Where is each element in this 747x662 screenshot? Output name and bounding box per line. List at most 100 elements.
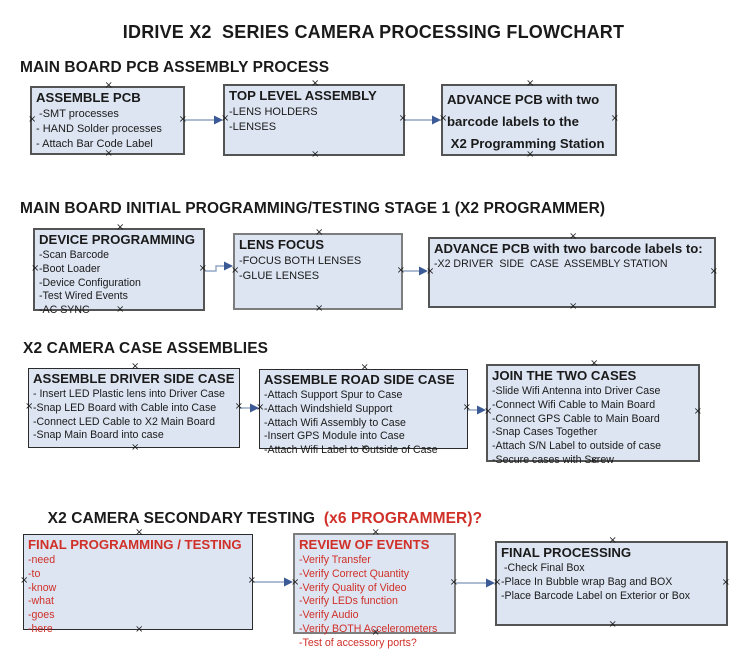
- section-heading-black-part: X2 CAMERA SECONDARY TESTING: [47, 510, 324, 527]
- box-line: ADVANCE PCB with two: [447, 92, 600, 107]
- box-line: -what: [28, 595, 54, 608]
- box-lines: -SMT processes- HAND Solder processes- A…: [36, 107, 180, 152]
- connector-handle-icon: [116, 306, 124, 314]
- section-heading-case-assemblies: X2 CAMERA CASE ASSEMBLIES: [23, 340, 269, 357]
- box-line: -Attach Wifi Label to Outside of Case: [264, 444, 438, 457]
- box-lens-focus: LENS FOCUS -FOCUS BOTH LENSES-GLUE LENSE…: [233, 233, 403, 310]
- box-line: -AC SYNC: [39, 304, 90, 317]
- box-line: -Verify Audio: [299, 609, 359, 622]
- connector-handle-icon: [105, 82, 113, 90]
- box-line: -Attach Windshield Support: [264, 402, 393, 415]
- box-line: - Insert LED Plastic lens into Driver Ca…: [33, 388, 225, 400]
- connector-handle-icon: [710, 268, 718, 276]
- connector-handle-icon: [694, 408, 702, 416]
- box-line: -Attach Support Spur to Case: [264, 389, 403, 401]
- box-line: -Snap Cases Together: [492, 426, 598, 439]
- connector-handle-icon: [256, 404, 264, 412]
- box-title: ASSEMBLE PCB: [36, 90, 141, 105]
- box-line: -Device Configuration: [39, 276, 141, 289]
- box-title: REVIEW OF EVENTS: [299, 537, 430, 552]
- connector-handle-icon: [221, 115, 229, 123]
- connector-handle-icon: [199, 265, 207, 273]
- box-lines: -FOCUS BOTH LENSES -GLUE LENSES: [239, 254, 398, 284]
- box-line: -Check Final Box: [501, 562, 585, 574]
- connector-handle-icon: [311, 80, 319, 88]
- connector-handle-icon: [231, 267, 239, 275]
- connector-handle-icon: [526, 80, 534, 88]
- box-assemble-road-side-case: ASSEMBLE ROAD SIDE CASE -Attach Support …: [256, 369, 471, 456]
- box-line: -Verify Correct Quantity: [299, 567, 410, 580]
- connector-handle-icon: [722, 579, 730, 587]
- connector-handle-icon: [450, 579, 458, 587]
- box-lines: -Attach Support Spur to Case-Attach Wind…: [264, 389, 464, 458]
- box-line: -Verify Quality of Video: [299, 581, 407, 594]
- box-line: -Snap Main Board into case: [33, 429, 164, 442]
- box-line: -to: [28, 567, 41, 580]
- box-line: -SMT processes: [36, 108, 119, 120]
- box-device-programming: DEVICE PROGRAMMING -Scan Barcode-Boot Lo…: [31, 228, 207, 316]
- section-heading-pcb-assembly: MAIN BOARD PCB ASSEMBLY PROCESS: [20, 59, 330, 76]
- box-line: -Verify LEDs function: [299, 595, 398, 608]
- box-title: FINAL PROCESSING: [501, 545, 632, 560]
- connector-handle-icon: [25, 403, 33, 411]
- connector-handle-icon: [311, 151, 319, 159]
- connector-handle-icon: [248, 577, 256, 585]
- connector-handle-icon: [609, 537, 617, 545]
- box-title: ASSEMBLE ROAD SIDE CASE: [264, 372, 455, 387]
- box-join-the-two-cases: JOIN THE TWO CASES -Slide Wifi Antenna i…: [484, 364, 702, 466]
- box-assemble-pcb: ASSEMBLE PCB -SMT processes- HAND Solder…: [30, 86, 185, 155]
- box-line: -Connect GPS Cable to Main Board: [492, 412, 660, 425]
- box-line: -Insert GPS Module into Case: [264, 430, 405, 443]
- connector-handle-icon: [105, 150, 113, 158]
- arrow-top-level-to-advance-pcb: [405, 115, 441, 125]
- connector-handle-icon: [590, 457, 598, 465]
- connector-handle-icon: [463, 404, 471, 412]
- connector-handle-icon: [131, 444, 139, 452]
- box-line: -Place In Bubble wrap Bag and BOX: [501, 575, 673, 588]
- connector-handle-icon: [569, 303, 577, 311]
- box-line: -Attach Wifi Assembly to Case: [264, 416, 406, 429]
- box-line: -LENSES: [229, 121, 277, 133]
- box-line: X2 Programming Station: [447, 136, 605, 151]
- connector-handle-icon: [439, 115, 447, 123]
- connector-handle-icon: [493, 579, 501, 587]
- box-line: -GLUE LENSES: [239, 270, 320, 282]
- arrow-lens-focus-to-advance-pcb: [403, 266, 428, 276]
- box-line: -FOCUS BOTH LENSES: [239, 255, 362, 267]
- box-line: -Scan Barcode: [39, 249, 110, 261]
- connector-handle-icon: [372, 529, 380, 537]
- box-lines: -need-to-know-what-goes-here: [28, 554, 249, 637]
- box-lines: -X2 DRIVER SIDE CASE ASSEMBLY STATION: [434, 258, 711, 272]
- arrow-assemble-pcb-to-top-level: [185, 115, 223, 125]
- box-review-of-events: REVIEW OF EVENTS -Verify Transfer-Verify…: [291, 533, 458, 649]
- box-line: -goes: [28, 609, 55, 622]
- connector-handle-icon: [31, 265, 39, 273]
- box-line: -know: [28, 581, 57, 594]
- connector-handle-icon: [135, 529, 143, 537]
- box-title: ASSEMBLE DRIVER SIDE CASE: [33, 371, 235, 386]
- connector-handle-icon: [131, 363, 139, 371]
- connector-handle-icon: [20, 577, 28, 585]
- section-heading-secondary-testing: X2 CAMERA SECONDARY TESTING (x6 PROGRAMM…: [30, 492, 482, 546]
- box-line: - Attach Bar Code Label: [36, 138, 153, 150]
- connector-handle-icon: [291, 579, 299, 587]
- box-advance-pcb-to-assembly-station: ADVANCE PCB with two barcode labels to: …: [428, 237, 716, 308]
- box-line: -Place Barcode Label on Exterior or Box: [501, 589, 691, 602]
- section-heading-initial-programming: MAIN BOARD INITIAL PROGRAMMING/TESTING S…: [20, 200, 606, 217]
- box-line: -Verify BOTH Accelerometers: [299, 622, 438, 635]
- page-title: IDRIVE X2 SERIES CAMERA PROCESSING FLOWC…: [122, 22, 625, 42]
- connector-handle-icon: [372, 629, 380, 637]
- box-line: -Connect LED Cable to X2 Main Board: [33, 415, 215, 428]
- connector-handle-icon: [315, 229, 323, 237]
- box-line: -Test of accessory ports?: [299, 636, 417, 649]
- connector-handle-icon: [484, 408, 492, 416]
- box-final-programming-testing: FINAL PROGRAMMING / TESTING -need-to-kno…: [20, 534, 256, 635]
- connector-handle-icon: [399, 115, 407, 123]
- box-lines: -Check Final Box-Place In Bubble wrap Ba…: [501, 562, 723, 603]
- connector-handle-icon: [397, 267, 405, 275]
- box-line: -Snap LED Board with Cable into Case: [33, 401, 217, 414]
- box-line: -LENS HOLDERS: [229, 106, 318, 118]
